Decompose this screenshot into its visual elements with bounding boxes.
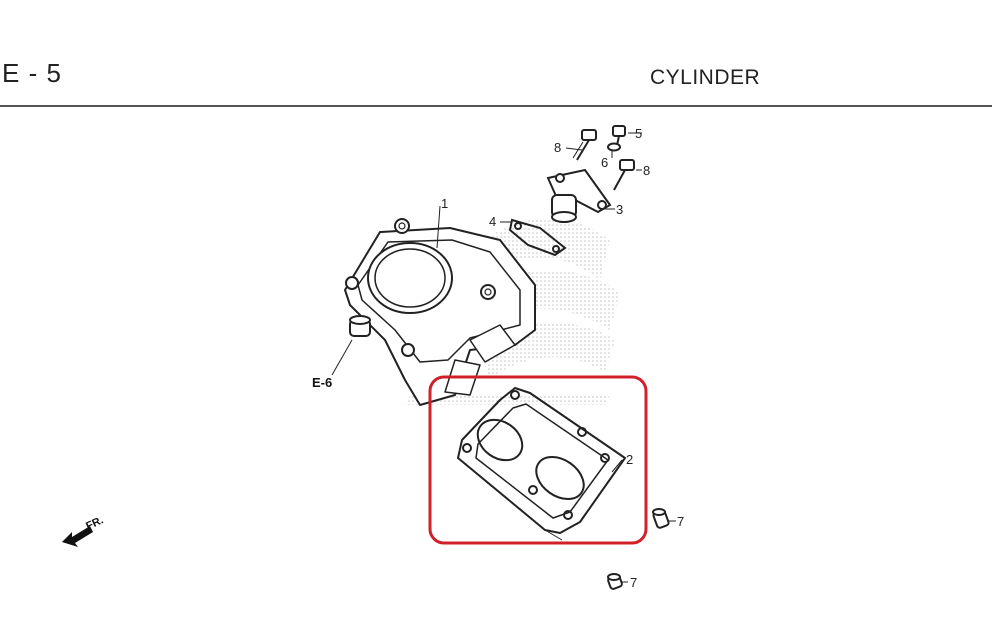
callout-6: 6 — [601, 155, 608, 170]
callout-8-upper: 8 — [554, 140, 561, 155]
tensioner-gasket[interactable] — [508, 218, 567, 257]
front-direction-label: FR. — [84, 514, 105, 532]
front-direction-arrow-icon — [62, 526, 93, 547]
cylinder-body[interactable] — [344, 218, 536, 406]
stud-fitting — [349, 315, 371, 337]
tensioner-lifter[interactable] — [546, 168, 612, 223]
callout-1: 1 — [441, 196, 448, 211]
callout-3: 3 — [616, 202, 623, 217]
leader-lines — [331, 132, 676, 583]
bolt-8-upper[interactable] — [572, 129, 597, 161]
page-title: CYLINDER — [650, 66, 761, 89]
highlight-box — [428, 375, 648, 545]
dowel-pin-7-upper[interactable] — [652, 508, 670, 529]
header-divider — [0, 105, 992, 107]
callout-7-lower: 7 — [630, 575, 637, 590]
dowel-pin-7-lower[interactable] — [607, 573, 623, 590]
section-reference-link[interactable]: E-6 — [312, 375, 332, 390]
cylinder-base-gasket[interactable] — [457, 387, 626, 534]
callout-5: 5 — [635, 126, 642, 141]
callout-7-upper: 7 — [677, 514, 684, 529]
bolt-8-right[interactable] — [613, 159, 635, 191]
callout-4: 4 — [489, 214, 496, 229]
page-code: E - 5 — [2, 58, 62, 88]
bolt-5[interactable] — [612, 125, 626, 151]
washer-6[interactable] — [607, 142, 621, 152]
callout-8-right: 8 — [643, 163, 650, 178]
callout-2: 2 — [626, 452, 633, 467]
